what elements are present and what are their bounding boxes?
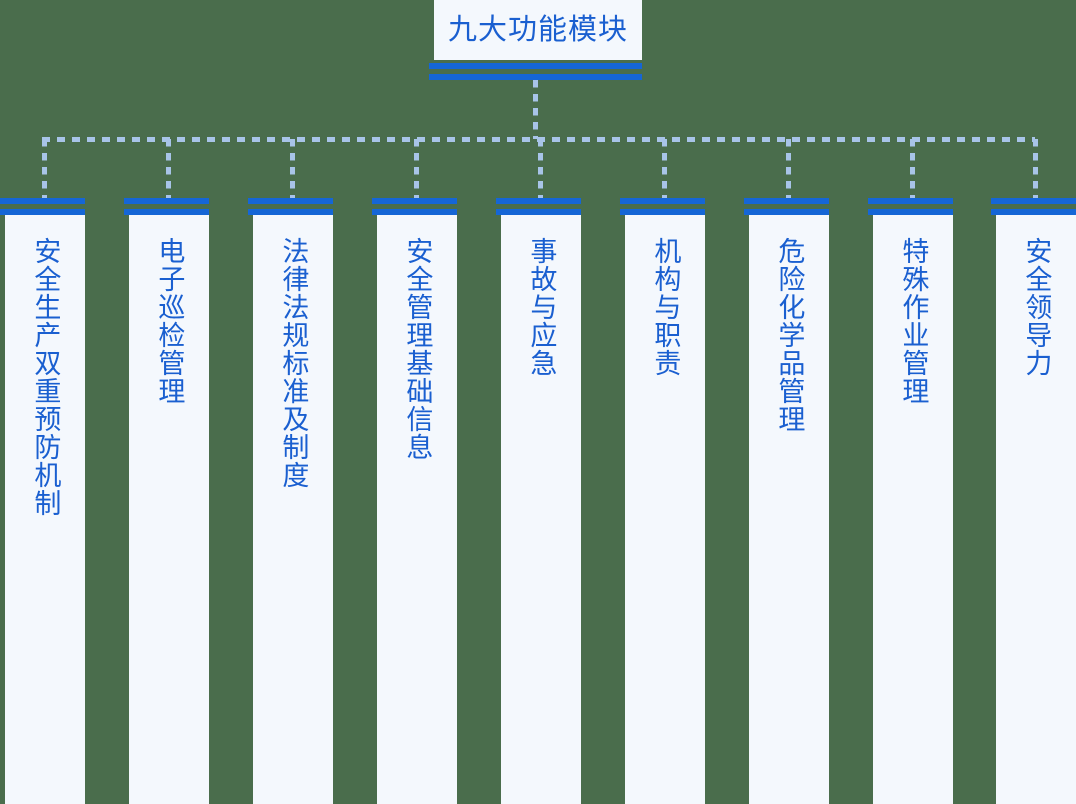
leaf-4-bar-bottom	[372, 209, 457, 215]
leaf-node-1-box-inner: 安全生产双重预防机制	[5, 215, 85, 804]
leaf-node-8-header-bars	[868, 198, 953, 215]
leaf-node-3-box: 法律法规标准及制度	[253, 215, 333, 804]
root-node-label: 九大功能模块	[447, 13, 628, 46]
leaf-node-3-header-bars	[248, 198, 333, 215]
leaf-node-6-header-bars	[620, 198, 705, 215]
leaf-6-bar-bottom	[620, 209, 705, 215]
leaf-node-4-label: 安全管理基础信息	[402, 237, 433, 461]
leaf-node-6-label: 机构与职责	[650, 237, 681, 377]
leaf-node-5-box: 事故与应急	[501, 215, 581, 804]
leaf-node-2-label: 电子巡检管理	[154, 237, 185, 405]
leaf-node-8-box-inner: 特殊作业管理	[873, 215, 953, 804]
leaf-node-5-header-bars	[496, 198, 581, 215]
leaf-2-bar-top	[124, 198, 209, 204]
connector-drop-9	[1033, 139, 1038, 198]
root-underline-bar-bottom	[429, 74, 642, 80]
leaf-3-bar-top	[248, 198, 333, 204]
leaf-5-bar-top	[496, 198, 581, 204]
leaf-node-4-header-bars	[372, 198, 457, 215]
leaf-node-2-box: 电子巡检管理	[129, 215, 209, 804]
leaf-node-8-box: 特殊作业管理	[873, 215, 953, 804]
leaf-node-1-box: 安全生产双重预防机制	[5, 215, 85, 804]
leaf-4-bar-top	[372, 198, 457, 204]
connector-drop-7	[786, 139, 791, 198]
leaf-node-1-label: 安全生产双重预防机制	[30, 237, 61, 517]
leaf-2-bar-bottom	[124, 209, 209, 215]
connector-drop-5	[538, 139, 543, 198]
leaf-node-8-label: 特殊作业管理	[898, 237, 929, 405]
leaf-node-5-box-inner: 事故与应急	[501, 215, 581, 804]
connector-drop-8	[910, 139, 915, 198]
leaf-node-4-box-inner: 安全管理基础信息	[377, 215, 457, 804]
leaf-node-9-box: 安全领导力	[996, 215, 1076, 804]
leaf-9-bar-top	[991, 198, 1076, 204]
leaf-5-bar-bottom	[496, 209, 581, 215]
root-node-underline	[429, 63, 642, 80]
leaf-node-7-box: 危险化学品管理	[749, 215, 829, 804]
leaf-8-bar-bottom	[868, 209, 953, 215]
leaf-node-7-label: 危险化学品管理	[774, 237, 805, 433]
leaf-node-7-box-inner: 危险化学品管理	[749, 215, 829, 804]
root-node-box: 九大功能模块	[434, 0, 642, 60]
leaf-node-7-header-bars	[744, 198, 829, 215]
leaf-node-9-header-bars	[991, 198, 1076, 215]
connector-root-stem	[533, 80, 538, 139]
leaf-node-3-box-inner: 法律法规标准及制度	[253, 215, 333, 804]
leaf-node-6-box: 机构与职责	[625, 215, 705, 804]
connector-drop-4	[414, 139, 419, 198]
leaf-3-bar-bottom	[248, 209, 333, 215]
connector-drop-2	[166, 139, 171, 198]
leaf-1-bar-bottom	[0, 209, 85, 215]
root-underline-bar-top	[429, 63, 642, 69]
leaf-node-6-box-inner: 机构与职责	[625, 215, 705, 804]
connector-drop-1	[42, 139, 47, 198]
leaf-6-bar-top	[620, 198, 705, 204]
leaf-node-3-label: 法律法规标准及制度	[278, 237, 309, 489]
root-node[interactable]: 九大功能模块	[434, 0, 642, 60]
leaf-node-9-box-inner: 安全领导力	[996, 215, 1076, 804]
leaf-node-1-header-bars	[0, 198, 85, 215]
leaf-node-9-label: 安全领导力	[1021, 237, 1052, 377]
leaf-node-2-header-bars	[124, 198, 209, 215]
leaf-7-bar-top	[744, 198, 829, 204]
leaf-node-4-box: 安全管理基础信息	[377, 215, 457, 804]
leaf-9-bar-bottom	[991, 209, 1076, 215]
leaf-node-5-label: 事故与应急	[526, 237, 557, 377]
leaf-8-bar-top	[868, 198, 953, 204]
leaf-1-bar-top	[0, 198, 85, 204]
leaf-node-2-box-inner: 电子巡检管理	[129, 215, 209, 804]
connector-drop-3	[290, 139, 295, 198]
connector-drop-6	[662, 139, 667, 198]
leaf-7-bar-bottom	[744, 209, 829, 215]
